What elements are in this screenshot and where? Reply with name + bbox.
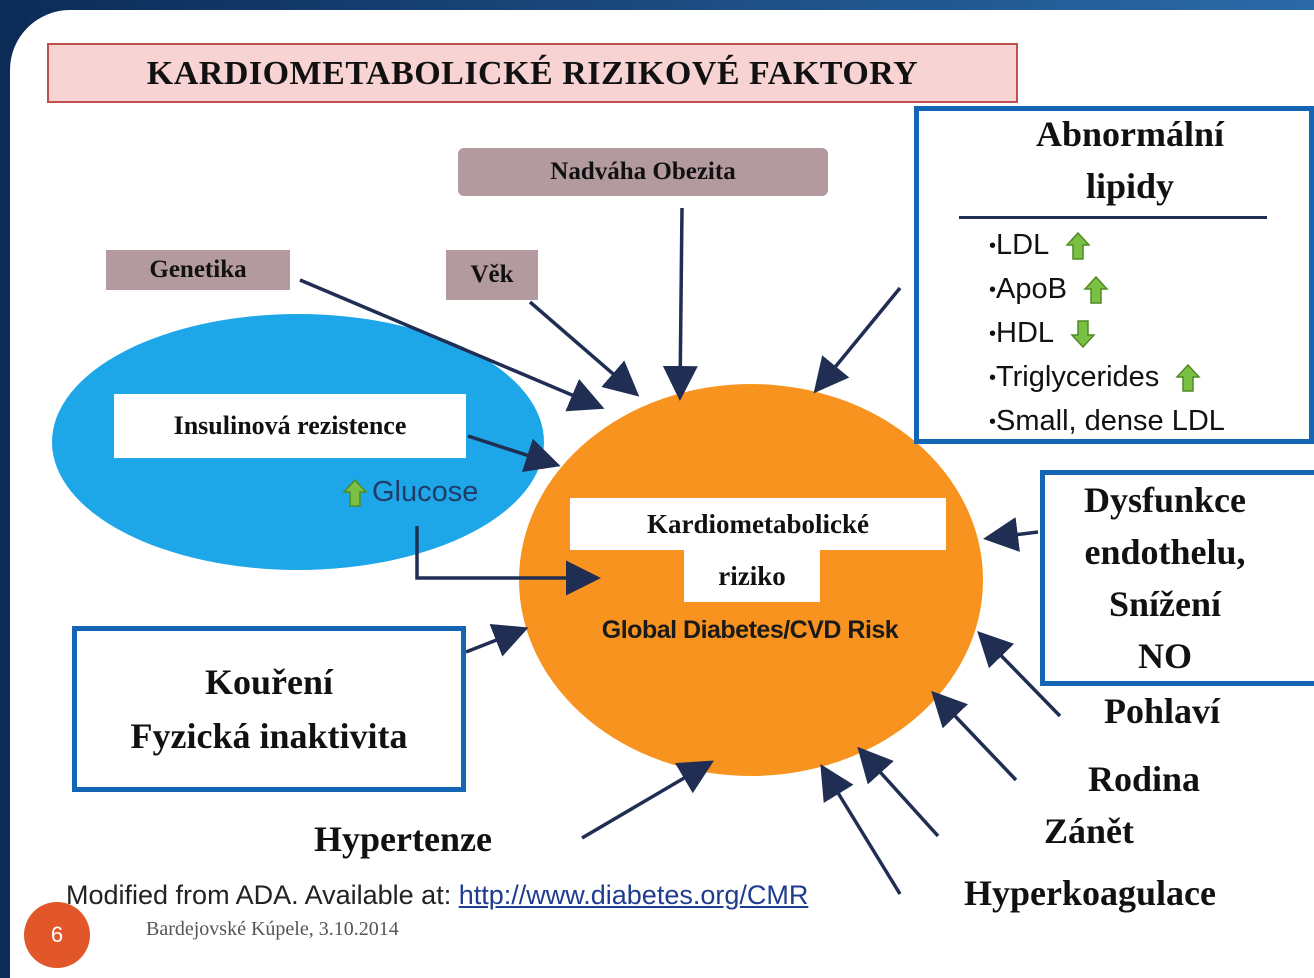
slide-number-badge: 6: [24, 902, 90, 968]
global-risk-label: Global Diabetes/CVD Risk: [601, 616, 899, 644]
hypertenze-label: Hypertenze: [314, 819, 492, 859]
arrow-pohlavi: [977, 630, 1062, 718]
smoking-line2: Fyzická inaktivita: [130, 716, 408, 756]
arrow-hypertenze: [581, 760, 715, 840]
arrow-hyperkoagulace: [820, 764, 902, 895]
endothel-line3: Snížení: [1108, 584, 1222, 624]
glucose-text: Glucose: [372, 476, 479, 508]
arrow-obesity: [662, 207, 698, 401]
genetika-tag: Genetika: [106, 250, 290, 290]
slide-title: KARDIOMETABOLICKÉ RIZIKOVÉ FAKTORY: [146, 55, 919, 92]
zanet-label: Zánět: [1044, 811, 1134, 851]
pohlavi-label: Pohlaví: [1104, 691, 1221, 731]
lipid-item: •HDL: [989, 317, 1096, 350]
center-label-line1: Kardiometabolické: [570, 498, 946, 550]
vek-tag: Věk: [446, 250, 538, 300]
endothel-box: Dysfunkce endothelu, Snížení NO: [1040, 470, 1314, 686]
source-prefix: Modified from ADA. Available at:: [66, 880, 459, 910]
endothel-line1: Dysfunkce: [1083, 480, 1247, 520]
lipid-item: •Triglycerides: [989, 361, 1202, 394]
lipid-item-label: LDL: [996, 229, 1050, 261]
arrow-vek: [528, 300, 640, 397]
glucose-label: Glucose: [342, 476, 478, 509]
arrow-insulin: [467, 434, 561, 472]
bullet-icon: •: [989, 234, 997, 257]
up-arrow-icon: [1065, 232, 1091, 261]
arrow-glucose: [415, 526, 601, 596]
down-arrow-icon: [1070, 320, 1096, 349]
lipid-item: •LDL: [989, 229, 1091, 262]
lipid-item-label: Small, dense LDL: [996, 405, 1225, 437]
slide-number: 6: [50, 922, 64, 947]
lipid-item: •Small, dense LDL: [989, 405, 1225, 438]
arrow-lipids: [813, 286, 902, 394]
rodina-label: Rodina: [1088, 759, 1201, 799]
insulin-resistance-label: Insulinová rezistence: [114, 394, 466, 458]
arrow-zanet: [857, 746, 940, 838]
bullet-icon: •: [989, 410, 997, 433]
footer-text: Bardejovské Kúpele, 3.10.2014: [146, 918, 399, 940]
center-label-line2: riziko: [684, 550, 820, 602]
endothel-line2: endothelu,: [1084, 532, 1246, 572]
up-arrow-icon: [342, 478, 368, 507]
lipids-title-underline: [959, 216, 1267, 219]
title-box: KARDIOMETABOLICKÉ RIZIKOVÉ FAKTORY: [47, 43, 1018, 103]
source-citation: Modified from ADA. Available at: http://…: [66, 880, 808, 911]
slide: KARDIOMETABOLICKÉ RIZIKOVÉ FAKTORY N: [10, 10, 1314, 978]
arrow-smoking: [465, 623, 529, 657]
hyperkoagulace-label: Hyperkoagulace: [964, 873, 1216, 913]
lipids-title-line2: lipidy: [1085, 166, 1175, 206]
arrow-genetika: [299, 278, 605, 412]
arrow-endothel: [983, 517, 1039, 552]
bullet-icon: •: [989, 366, 997, 389]
lipid-item-label: ApoB: [996, 273, 1067, 305]
lipid-item-label: Triglycerides: [996, 361, 1160, 393]
endothel-line4: NO: [1138, 636, 1192, 676]
smoking-box: Kouření Fyzická inaktivita: [72, 626, 466, 792]
obesity-tag: Nadváha Obezita: [458, 148, 828, 196]
arrow-rodina: [931, 690, 1018, 782]
lipid-item-label: HDL: [996, 317, 1055, 349]
lipid-item: •ApoB: [989, 273, 1109, 306]
up-arrow-icon: [1083, 276, 1109, 305]
smoking-line1: Kouření: [204, 662, 333, 702]
lipids-box: Abnormální lipidy •LDL•ApoB•HDL•Triglyce…: [914, 106, 1314, 444]
bullet-icon: •: [989, 322, 997, 345]
source-link[interactable]: http://www.diabetes.org/CMR: [458, 880, 809, 910]
bullet-icon: •: [989, 278, 997, 301]
lipids-title-line1: Abnormální: [1035, 114, 1225, 154]
up-arrow-icon: [1175, 364, 1202, 393]
